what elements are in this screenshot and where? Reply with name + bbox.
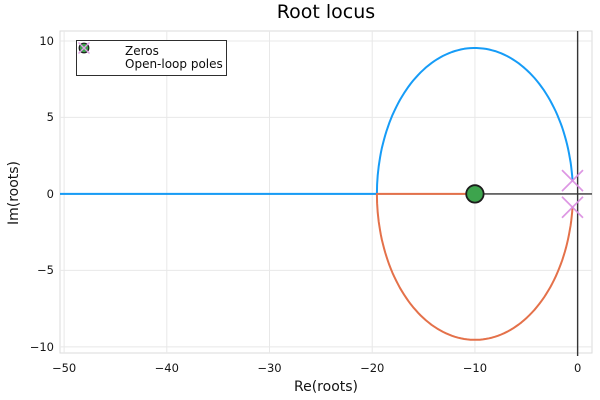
x-tick-label: −30 xyxy=(257,361,282,375)
x-tick-label: −20 xyxy=(360,361,385,375)
x-tick-label: −10 xyxy=(462,361,488,375)
locus-branch-2 xyxy=(375,192,574,341)
y-tick-label: 5 xyxy=(46,110,54,125)
x-tick-label: −50 xyxy=(51,361,77,375)
x-tick-label: 0 xyxy=(573,361,582,375)
locus-branch-1 xyxy=(60,47,574,195)
pole-x-icon xyxy=(561,169,584,192)
y-tick-label: −5 xyxy=(37,263,54,278)
y-tick-label: −10 xyxy=(29,339,54,354)
y-tick-label: 0 xyxy=(46,186,54,201)
legend-label-zeros: Zeros xyxy=(125,44,159,58)
legend-label-open-loop-poles: Open-loop poles xyxy=(125,57,223,71)
legend-item-open-loop-poles: Open-loop poles xyxy=(77,42,226,71)
x-tick-label: −40 xyxy=(154,361,179,375)
zero-circle-icon xyxy=(465,184,485,204)
plot-frame xyxy=(59,30,593,354)
y-tick-label: 10 xyxy=(39,33,54,48)
pole-x-icon xyxy=(561,196,584,219)
x-axis-label: Re(roots) xyxy=(294,379,358,395)
chart-title: Root locus xyxy=(276,1,376,23)
legend: Zeros Open-loop poles xyxy=(76,40,227,76)
